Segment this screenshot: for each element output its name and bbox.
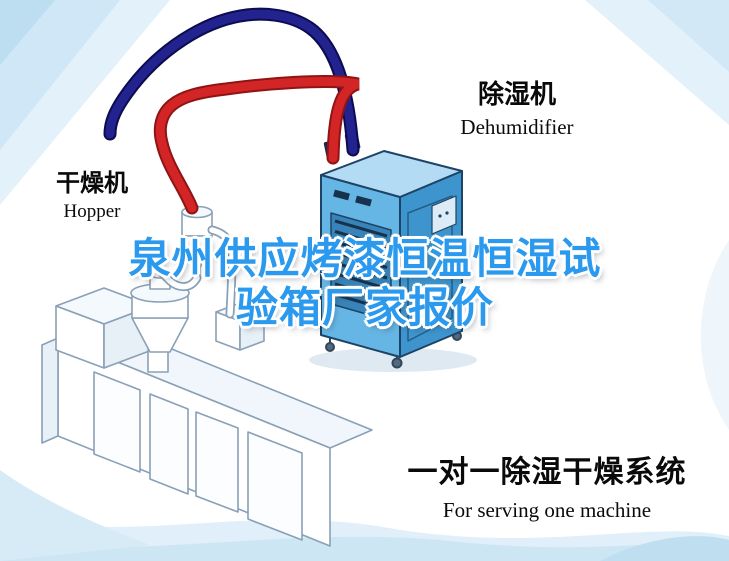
dehumidifier-label-cn: 除湿机 [477, 80, 556, 110]
system-caption: 一对一除湿干燥系统 For serving one machine [397, 447, 697, 523]
dehumidifier-label-en: Dehumidifier [460, 115, 574, 139]
dehumidifier-label: 除湿机 Dehumidifier [432, 74, 602, 140]
red-hose-icon [153, 75, 361, 215]
cabinet-door-panels [93, 371, 303, 541]
hopper-funnel-icon [130, 269, 190, 373]
dehumidifier-unit-icon [309, 132, 477, 372]
watermark-line2: 验箱厂家报价 [235, 283, 494, 333]
watermark-line1: 泉州供应烤漆恒温恒湿试 [128, 234, 602, 283]
louver-vent [330, 212, 392, 322]
front-slits [333, 189, 372, 207]
drying-hopper-machine-icon [41, 205, 373, 547]
hopper-label-en: Hopper [63, 201, 121, 222]
navy-hose-icon [103, 7, 360, 157]
hopper-label: 干燥机 Hopper [42, 163, 142, 223]
caster-wheels [325, 331, 462, 369]
system-caption-cn: 一对一除湿干燥系统 [407, 455, 687, 490]
control-panel [431, 195, 457, 235]
cyclone-separator-icon [181, 205, 213, 279]
hopper-label-cn: 干燥机 [56, 169, 128, 197]
gearbox-housing [55, 287, 153, 369]
watermark-title: 泉州供应烤漆恒温恒湿试 验箱厂家报价 [60, 234, 670, 332]
system-caption-en: For serving one machine [442, 498, 652, 522]
